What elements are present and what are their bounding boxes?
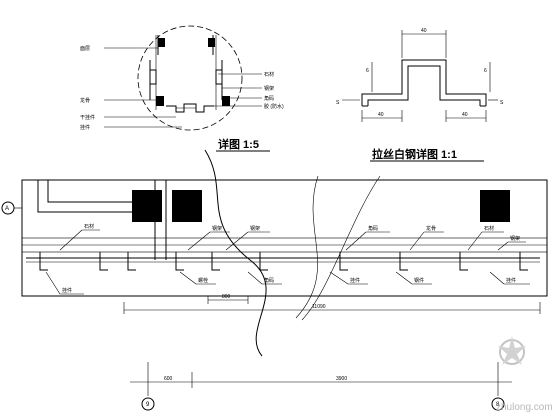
section-mark: S: [336, 100, 340, 106]
detail-label: 胶 (防水): [264, 103, 284, 110]
watermark-text: zhulong.com: [496, 402, 553, 413]
section-label: 角码: [264, 277, 274, 284]
main-section: A: [1, 149, 548, 357]
bottom-axis: 600 3900 9 8: [130, 362, 512, 411]
watermark-logo-icon: [498, 336, 526, 365]
block-icon: [156, 96, 164, 106]
detail-label: 钢架: [264, 85, 274, 92]
watermark: zhulong.com: [496, 336, 553, 413]
dim-text: 600: [164, 376, 173, 382]
section-label: 螺栓: [198, 277, 208, 284]
detail-left: 面层 龙骨 干挂件 挂件 石材 钢架 角码 胶 (防水) 详图 1:5: [80, 25, 284, 152]
section-label: 钢件: [414, 277, 424, 284]
detail-label: 石材: [264, 71, 274, 78]
detail-left-title: 详图 1:5: [218, 137, 259, 151]
break-line: [301, 175, 381, 321]
section-label: 挂件: [506, 277, 516, 284]
detail-label: 龙骨: [80, 97, 90, 104]
break-line: [204, 149, 267, 357]
dim-text: 11090: [312, 304, 326, 310]
break-line: [295, 175, 319, 319]
detail-label: 干挂件: [80, 114, 95, 121]
dim-text: 40: [421, 28, 427, 34]
block-icon: [222, 96, 230, 106]
section-label: 钢架: [250, 225, 260, 232]
block-icon: [158, 38, 165, 47]
section-label: 石材: [84, 223, 94, 230]
block-icon: [208, 38, 215, 47]
dim-text: 6: [366, 68, 369, 74]
detail-label: 角码: [264, 95, 274, 102]
axis-label: 9: [146, 402, 150, 408]
column-block: [132, 190, 162, 222]
dim-text: 800: [222, 294, 231, 300]
column-block: [480, 190, 510, 222]
detail-label: 面层: [80, 46, 90, 52]
detail-label: 挂件: [80, 124, 90, 131]
dim-text: 40: [378, 112, 384, 118]
section-label: 石材: [484, 225, 494, 232]
dim-text: 40: [462, 112, 468, 118]
axis-bubble: [491, 397, 505, 411]
column-block: [172, 190, 202, 222]
section-label: 钢架: [510, 235, 520, 242]
dim-text: 6: [484, 68, 487, 74]
section-mark: S: [500, 100, 504, 106]
dim-text: 3900: [336, 376, 347, 382]
section-label: 龙骨: [426, 225, 436, 232]
axis-label: A: [5, 206, 9, 212]
section-label: 挂件: [350, 277, 360, 284]
section-label: 钢架: [212, 225, 222, 232]
section-label: 角码: [368, 225, 378, 232]
axis-bubble: [141, 397, 155, 411]
detail-right-title: 拉丝白钢详图 1:1: [372, 147, 457, 161]
detail-circle: [137, 25, 243, 131]
axis-label: 8: [496, 402, 500, 408]
detail-right: 40 6 6 40 40 S S 拉丝白钢详图 1:1: [336, 28, 504, 162]
section-label: 挂件: [62, 287, 72, 294]
